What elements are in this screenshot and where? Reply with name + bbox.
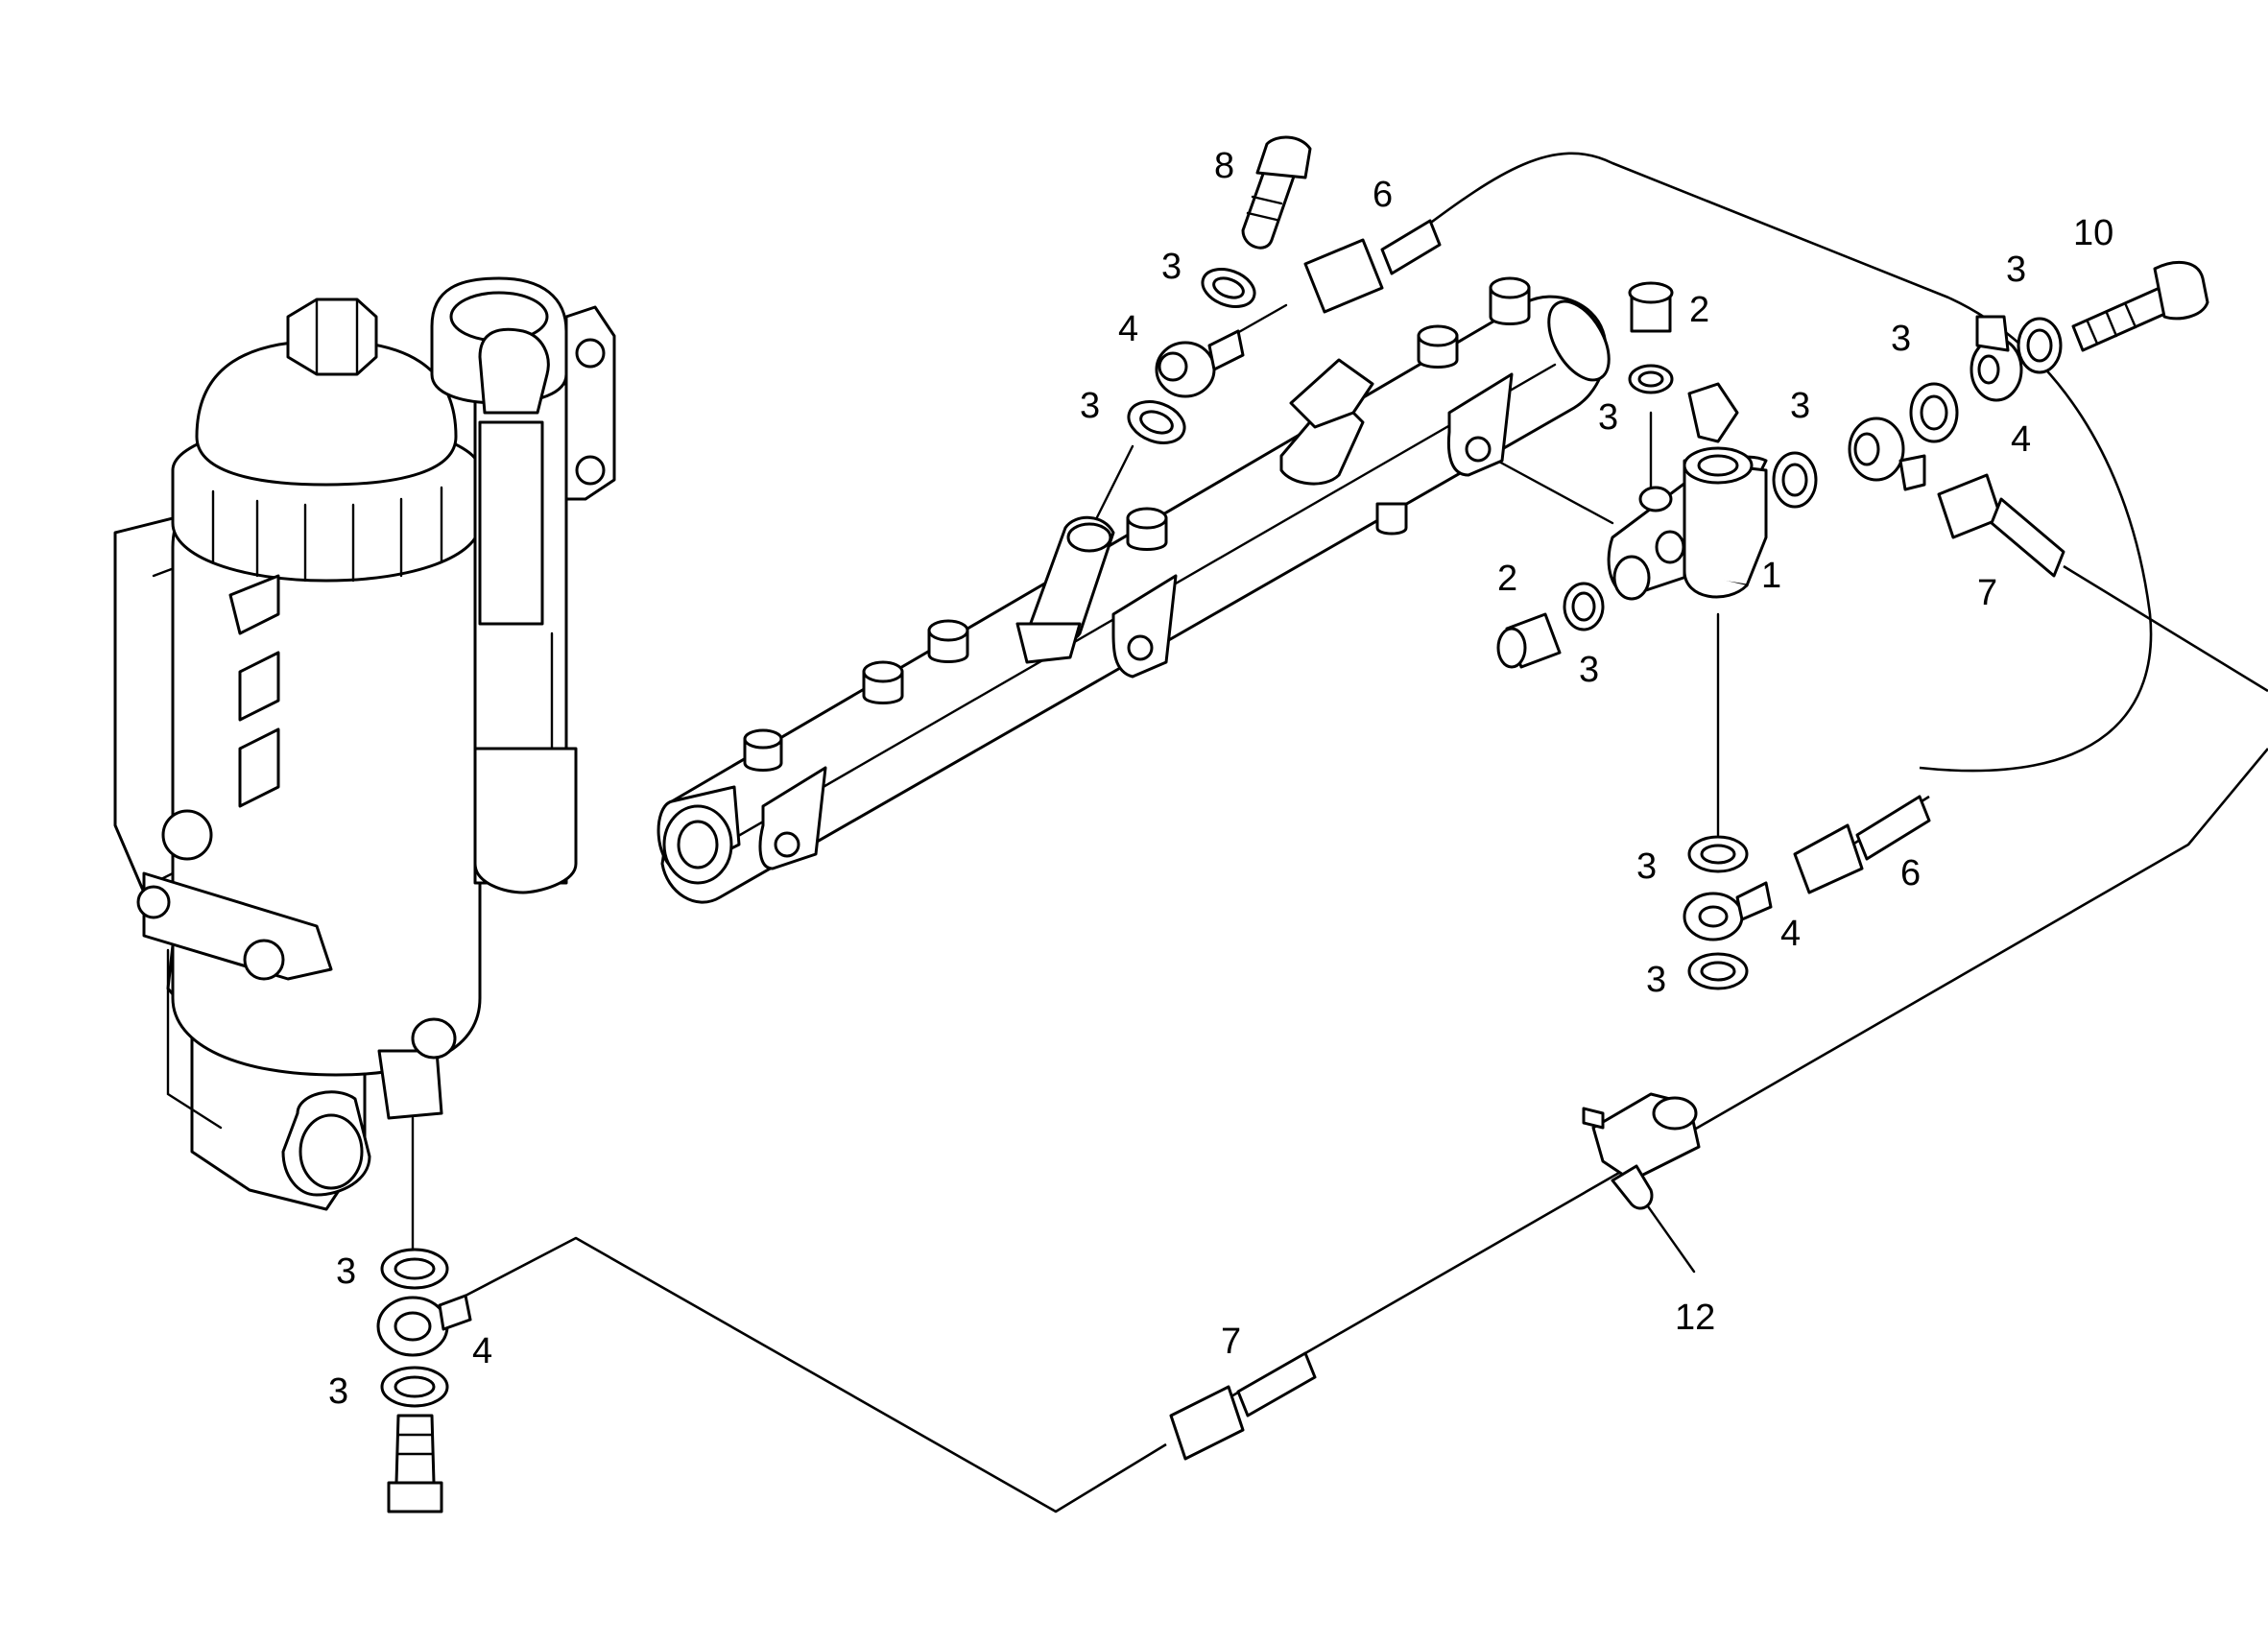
plug-screw: [1628, 281, 1674, 333]
banjo-fitting: [1848, 417, 1926, 491]
callout-6: 6: [1373, 175, 1393, 215]
callout-3: 3: [1790, 386, 1810, 426]
pipe-clip: [1582, 1092, 1701, 1210]
callout-4: 4: [1780, 914, 1801, 954]
callout-7: 7: [1221, 1322, 1241, 1362]
rail-port: [1417, 324, 1459, 369]
banjo-fitting: [1970, 315, 2023, 402]
rail-port: [1489, 276, 1531, 325]
hollow-bolt: [387, 1414, 443, 1513]
seal-washer: [380, 1248, 449, 1290]
seal-washer: [1201, 268, 1256, 308]
distributor-block: [1607, 382, 1768, 601]
pipe-filter-to-7: [465, 1236, 1167, 1513]
rail-port: [927, 619, 969, 663]
callout-3: 3: [1598, 397, 1618, 438]
callout-2: 2: [1689, 290, 1709, 330]
banjo-fitting: [1683, 881, 1773, 941]
callout-3: 3: [1080, 386, 1100, 426]
seal-washer: [1628, 364, 1674, 394]
callout-3: 3: [336, 1251, 356, 1292]
return-pipe-upper: [1420, 152, 2153, 773]
hollow-bolt: [2071, 260, 2209, 352]
plug-screw: [1496, 612, 1562, 669]
hollow-bolt: [1241, 135, 1312, 250]
seal-washer: [1772, 451, 1818, 509]
callout-1: 1: [1761, 556, 1781, 596]
seal-washer: [2017, 317, 2063, 374]
callout-12: 12: [1675, 1298, 1715, 1338]
banjo-fitting: [1155, 329, 1245, 398]
pipe-nut: [1793, 795, 1931, 894]
pipe-7-upper: [2063, 564, 2268, 693]
rail-port: [743, 728, 783, 772]
pipe-nut: [1169, 1351, 1317, 1461]
callout-4: 4: [472, 1331, 492, 1371]
seal-washer: [1687, 952, 1749, 990]
callout-3: 3: [1161, 247, 1182, 287]
rail-port: [1126, 507, 1168, 551]
callout-3: 3: [2006, 250, 2026, 290]
seal-washer: [1563, 582, 1605, 631]
seal-washer: [1687, 835, 1749, 873]
callout-4: 4: [2011, 419, 2031, 460]
pipe-nut: [1303, 219, 1442, 314]
leader-rail-dist: [1495, 459, 1614, 525]
leader-3-rail: [1092, 444, 1134, 525]
common-rail: [657, 276, 1611, 904]
rail-port: [862, 660, 904, 704]
leader-12: [1641, 1198, 1696, 1274]
callout-3: 3: [1579, 650, 1599, 690]
pipe-nut: [1937, 473, 2065, 578]
banjo-fitting: [376, 1294, 472, 1357]
callout-2: 2: [1497, 559, 1517, 599]
seal-washer: [1909, 382, 1959, 443]
callout-6: 6: [1900, 853, 1921, 893]
seal-washer: [380, 1366, 449, 1408]
fuel-filter-housing: [113, 276, 616, 1211]
callout-3: 3: [1646, 960, 1666, 1000]
callout-3: 3: [328, 1371, 348, 1412]
callout-7: 7: [1977, 573, 1997, 613]
callout-labels: 8 6 3 4 3 2 3 2 3 1 3 3 3 10 4 7 3 6 4 3…: [328, 146, 2113, 1412]
callout-3: 3: [1636, 846, 1657, 887]
callout-3: 3: [1891, 319, 1911, 359]
seal-washer: [1127, 400, 1186, 444]
rail-port: [1375, 502, 1408, 536]
callout-10: 10: [2073, 213, 2113, 253]
callout-8: 8: [1214, 146, 1234, 186]
callout-4: 4: [1118, 309, 1138, 349]
